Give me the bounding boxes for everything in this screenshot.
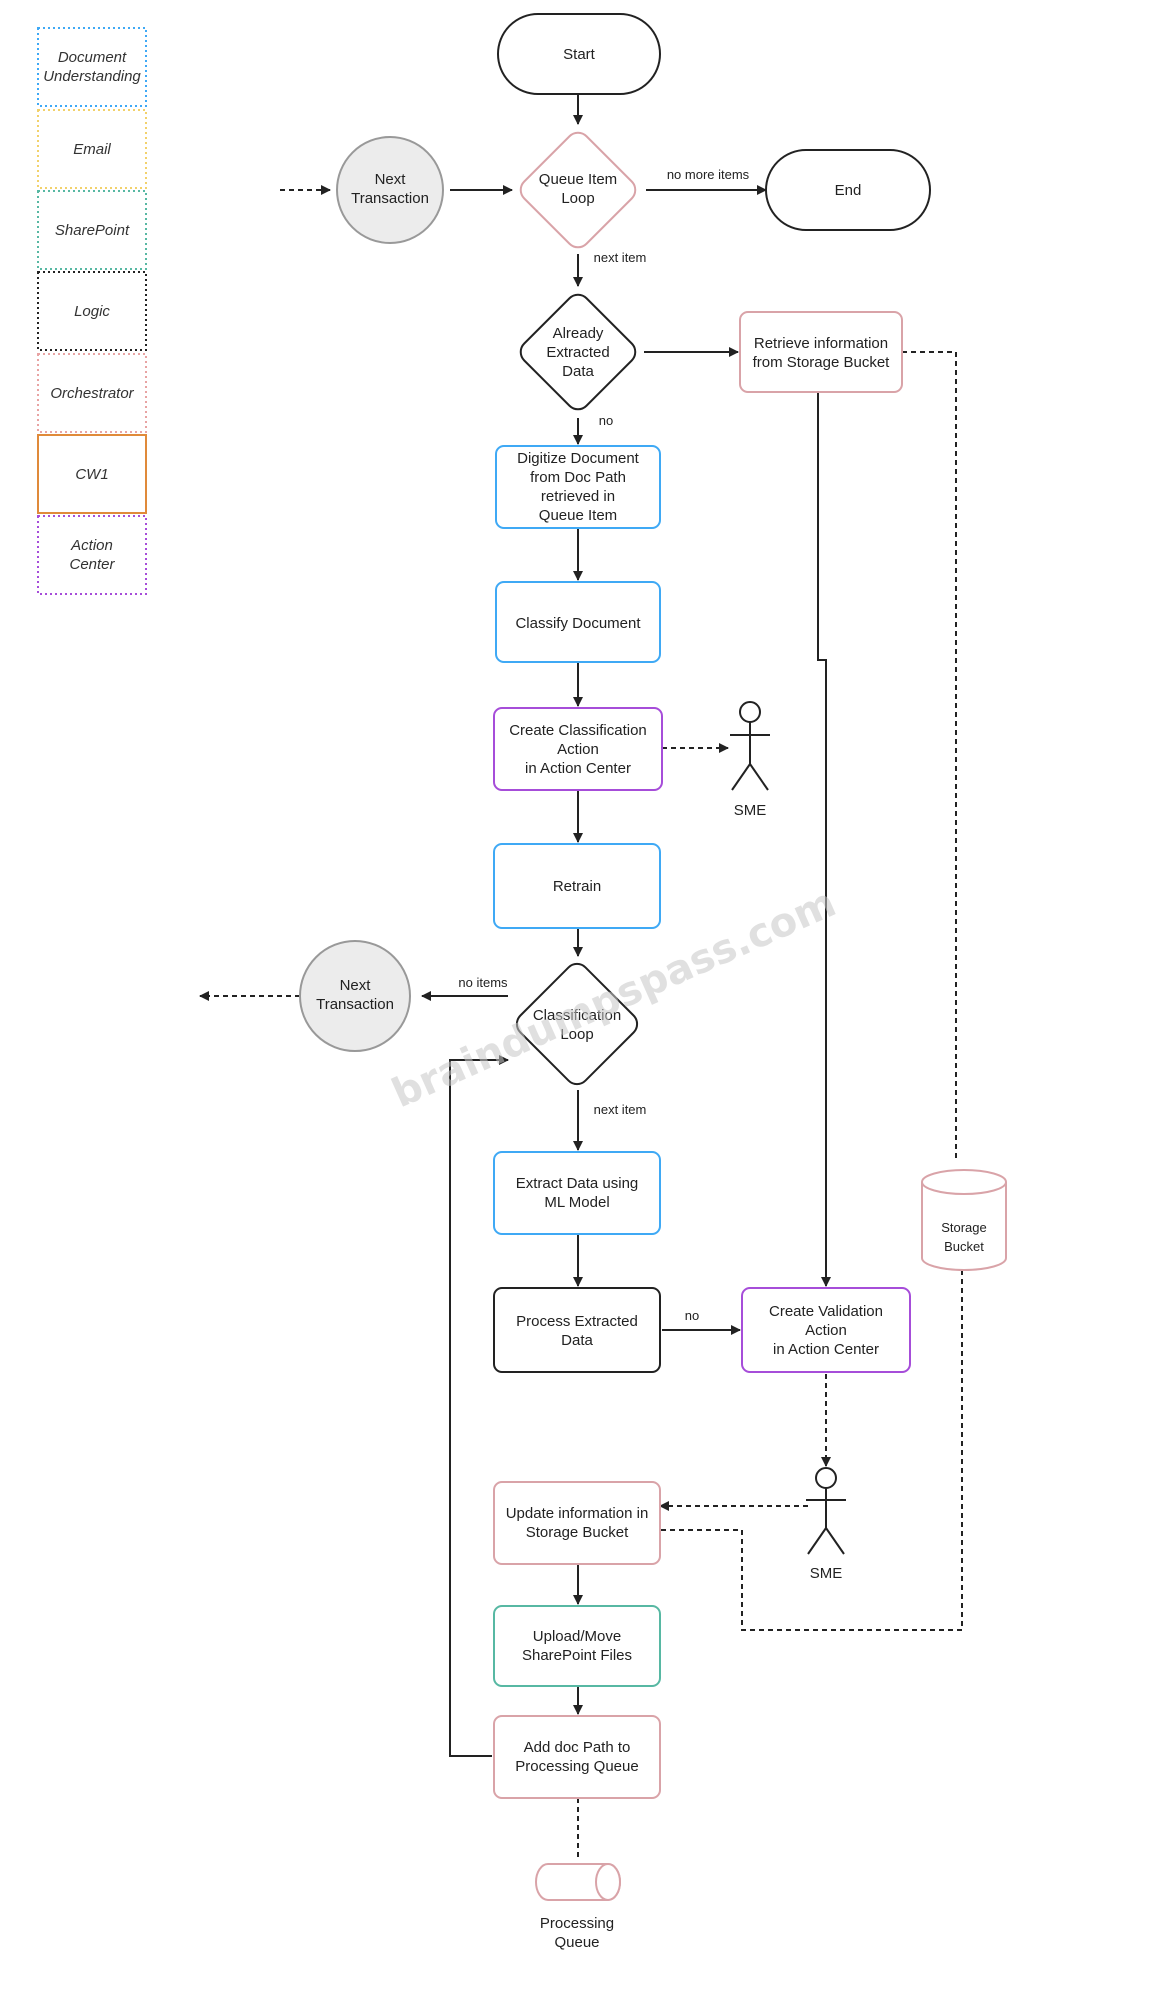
edge-retrieve-to-storage-dashed — [902, 351, 957, 1162]
edge-add-path-loop-back — [449, 1055, 509, 1757]
edge-retrieve-to-validation — [817, 392, 831, 1287]
end-terminal — [765, 149, 931, 231]
edge-update-to-storage-dashed — [660, 1270, 963, 1631]
digitize-node — [495, 445, 661, 529]
edge-label-no-more-items: no more items — [667, 167, 750, 182]
start-terminal — [497, 13, 661, 95]
storage-bucket-cylinder — [921, 1169, 1007, 1271]
legend-label-sharepoint: SharePoint — [55, 222, 130, 239]
processing-queue-cylinder — [535, 1863, 621, 1901]
legend-item-sharepoint — [37, 190, 147, 270]
add-doc-path-node — [493, 1715, 661, 1799]
legend-item-email — [37, 109, 147, 189]
create-classification-action-node — [493, 707, 663, 791]
legend-label-cw1: CW1 — [75, 466, 108, 483]
end-label: End — [835, 182, 862, 199]
retrain-node — [493, 843, 661, 929]
extract-data-node — [493, 1151, 661, 1235]
already-extracted-decision — [519, 293, 637, 411]
classify-label: Classify Document — [515, 615, 641, 632]
legend-label-email: Email — [73, 141, 111, 158]
edge-label-next-item-top: next item — [594, 250, 647, 265]
sme-bottom-label: SME — [810, 1565, 843, 1582]
upload-move-node — [493, 1605, 661, 1687]
legend-item-document-understanding — [37, 27, 147, 107]
classification-loop-decision — [515, 962, 639, 1086]
process-extracted-node — [493, 1287, 661, 1373]
edge-labels: no more items next item no no items next… — [458, 167, 749, 1323]
legend-item-orchestrator — [37, 353, 147, 433]
edge-label-next-item-mid: next item — [594, 1102, 647, 1117]
create-validation-action-node — [741, 1287, 911, 1373]
legend-item-action-center — [37, 515, 147, 595]
start-label: Start — [563, 46, 596, 63]
queue-item-loop-decision — [519, 131, 637, 249]
sme-top-label: SME — [734, 802, 767, 819]
edges — [199, 94, 963, 1860]
retrieve-info-node — [739, 311, 903, 393]
update-info-node — [493, 1481, 661, 1565]
sme-top-actor — [730, 701, 770, 791]
next-transaction-mid-node — [299, 940, 411, 1052]
legend-item-cw1 — [37, 434, 147, 514]
sme-bottom-actor — [806, 1467, 846, 1555]
classify-node — [495, 581, 661, 663]
legend-label-logic: Logic — [74, 303, 110, 320]
legend-item-logic — [37, 271, 147, 351]
edge-label-no-bottom: no — [685, 1308, 699, 1323]
edge-label-no-top: no — [599, 413, 613, 428]
edge-label-no-items: no items — [458, 975, 508, 990]
legend-label-orchestrator: Orchestrator — [50, 385, 134, 402]
next-transaction-top-node — [336, 136, 444, 244]
retrain-label: Retrain — [553, 878, 601, 895]
